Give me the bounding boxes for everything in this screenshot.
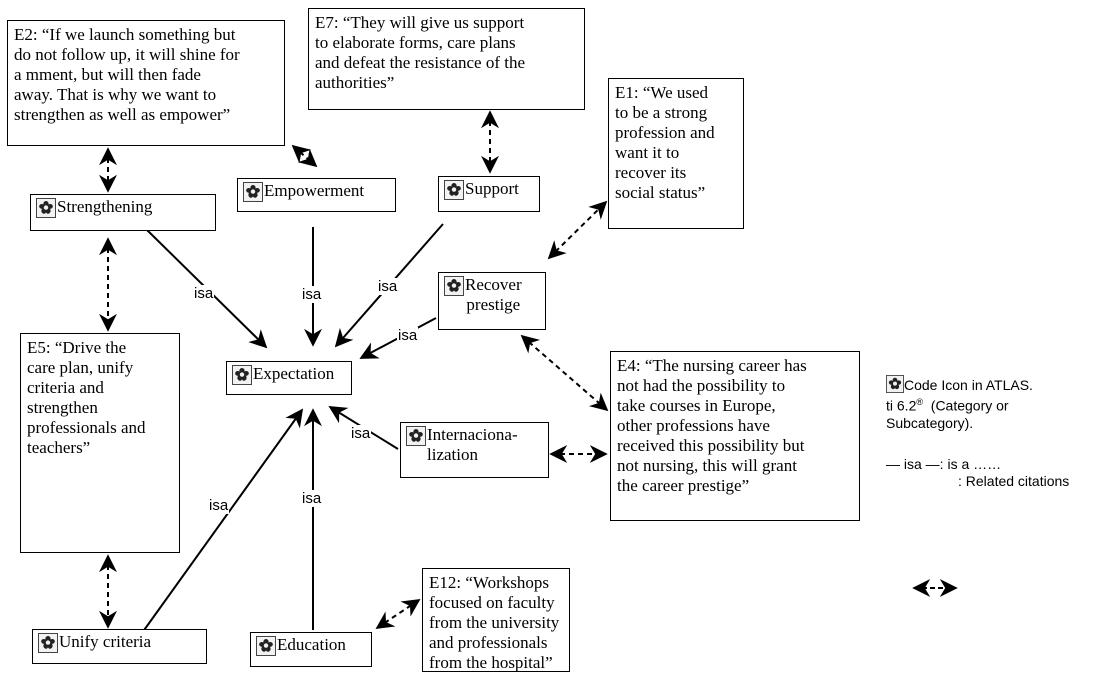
quote-e7: E7: “They will give us support to elabor…	[308, 8, 585, 110]
isa-label-support: isa	[377, 278, 399, 295]
code-expectation[interactable]: Expectation	[226, 361, 352, 395]
legend-isa-text: — isa —: is a ……	[886, 455, 1002, 472]
code-label: Internaciona- lization	[427, 425, 518, 464]
legend: Code Icon in ATLAS. ti 6.2® (Category or…	[886, 375, 1101, 490]
legend-code-icon-line2-rest: (Category or	[923, 397, 1009, 414]
code-support[interactable]: Support	[438, 176, 540, 212]
legend-code-icon-line1: Code Icon in ATLAS.	[904, 377, 1033, 393]
isa-arrow-unify-criteria	[141, 408, 304, 634]
atlas-code-icon	[444, 180, 464, 200]
legend-code-icon-line3-row: Subcategory).	[886, 415, 1101, 432]
code-internacionalization[interactable]: Internaciona- lization	[400, 422, 549, 478]
isa-label-internacionalization: isa	[350, 425, 372, 442]
isa-label-empowerment: isa	[301, 286, 323, 303]
legend-related-row: : Related citations	[886, 473, 1101, 490]
related-e2-empowerment	[291, 144, 318, 168]
related-recover-prestige-e4	[520, 334, 609, 412]
code-education[interactable]: Education	[250, 632, 372, 667]
atlas-code-icon	[444, 276, 464, 296]
quote-e12: E12: “Workshops focused on faculty from …	[422, 568, 570, 672]
isa-label-recover-prestige: isa	[397, 327, 419, 344]
code-label: Unify criteria	[59, 632, 152, 651]
quote-e5: E5: “Drive the care plan, unify criteria…	[20, 333, 180, 553]
code-empowerment[interactable]: Empowerment	[237, 178, 396, 212]
code-label: Support	[465, 179, 519, 198]
legend-isa-row: — isa —: is a ……	[886, 456, 1101, 473]
code-label: Education	[277, 635, 346, 654]
code-label: Expectation	[253, 364, 335, 383]
atlas-code-icon	[36, 198, 56, 218]
code-unify-criteria[interactable]: Unify criteria	[32, 629, 207, 664]
legend-code-icon-line2-row: ti 6.2® (Category or	[886, 394, 1101, 415]
quote-e1: E1: “We used to be a strong profession a…	[608, 78, 744, 229]
legend-code-icon-line3: Subcategory).	[886, 414, 974, 431]
atlas-code-icon	[886, 375, 904, 393]
related-education-e12	[375, 599, 421, 629]
isa-label-unify-criteria: isa	[208, 497, 230, 514]
atlas-code-icon	[406, 426, 426, 446]
isa-label-education: isa	[301, 490, 323, 507]
atlas-code-icon	[38, 633, 58, 653]
legend-registered-mark: ®	[916, 397, 923, 407]
isa-label-strengthening: isa	[193, 285, 215, 302]
atlas-code-icon	[256, 636, 276, 656]
code-recover-prestige[interactable]: Recover prestige	[438, 272, 546, 330]
legend-related-text: : Related citations	[958, 472, 1070, 489]
atlas-code-icon	[243, 182, 263, 202]
legend-code-icon-line2: ti 6.2	[886, 397, 917, 414]
legend-code-icon-row: Code Icon in ATLAS.	[886, 375, 1101, 394]
quote-e4: E4: “The nursing career has not had the …	[610, 351, 860, 521]
code-label: Empowerment	[264, 181, 365, 200]
code-label: Recover prestige	[465, 275, 522, 314]
code-strengthening[interactable]: Strengthening	[30, 194, 216, 231]
atlas-code-icon	[232, 365, 252, 385]
code-label: Strengthening	[57, 197, 153, 216]
quote-e2: E2: “If we launch something but do not f…	[7, 20, 285, 146]
related-e1-recover-prestige	[547, 200, 608, 260]
